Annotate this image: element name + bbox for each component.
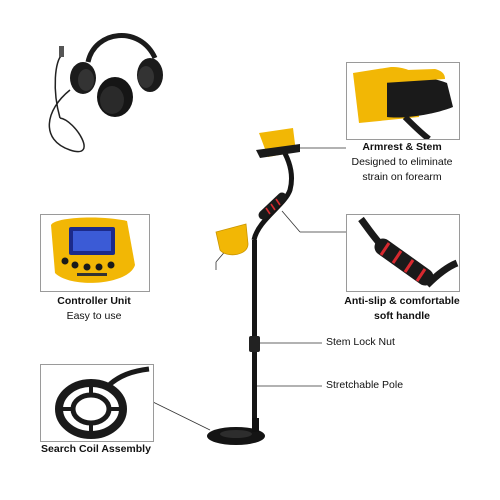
handle-title-1: Anti-slip & comfortable bbox=[344, 295, 460, 307]
handle-detail-box bbox=[346, 214, 460, 292]
armrest-caption: Armrest & Stem Designed to eliminate str… bbox=[338, 140, 466, 185]
armrest-detail-box bbox=[346, 62, 460, 140]
controller-desc: Easy to use bbox=[66, 310, 122, 322]
coil-title: Search Coil Assembly bbox=[41, 443, 151, 455]
armrest-desc-1: Designed to eliminate bbox=[351, 156, 453, 168]
armrest-icon bbox=[353, 67, 453, 139]
controller-caption: Controller Unit Easy to use bbox=[40, 294, 148, 324]
stretchable-pole-label: Stretchable Pole bbox=[326, 379, 404, 391]
metal-detector-icon bbox=[207, 128, 300, 445]
search-coil-icon bbox=[55, 366, 150, 439]
controller-unit-icon bbox=[51, 217, 135, 283]
connector-lines bbox=[152, 147, 346, 431]
handle-title-2: soft handle bbox=[373, 310, 430, 322]
coil-detail-box bbox=[40, 364, 154, 442]
headphones-icon bbox=[48, 33, 163, 153]
controller-detail-box bbox=[40, 214, 150, 292]
handle-caption: Anti-slip & comfortable soft handle bbox=[334, 294, 470, 324]
armrest-desc-2: strain on forearm bbox=[362, 171, 442, 183]
stem-lock-nut-label: Stem Lock Nut bbox=[326, 336, 395, 348]
controller-title: Controller Unit bbox=[57, 295, 131, 307]
armrest-title: Armrest & Stem bbox=[362, 141, 442, 153]
handle-grip-icon bbox=[358, 216, 459, 288]
coil-caption: Search Coil Assembly bbox=[34, 442, 158, 457]
